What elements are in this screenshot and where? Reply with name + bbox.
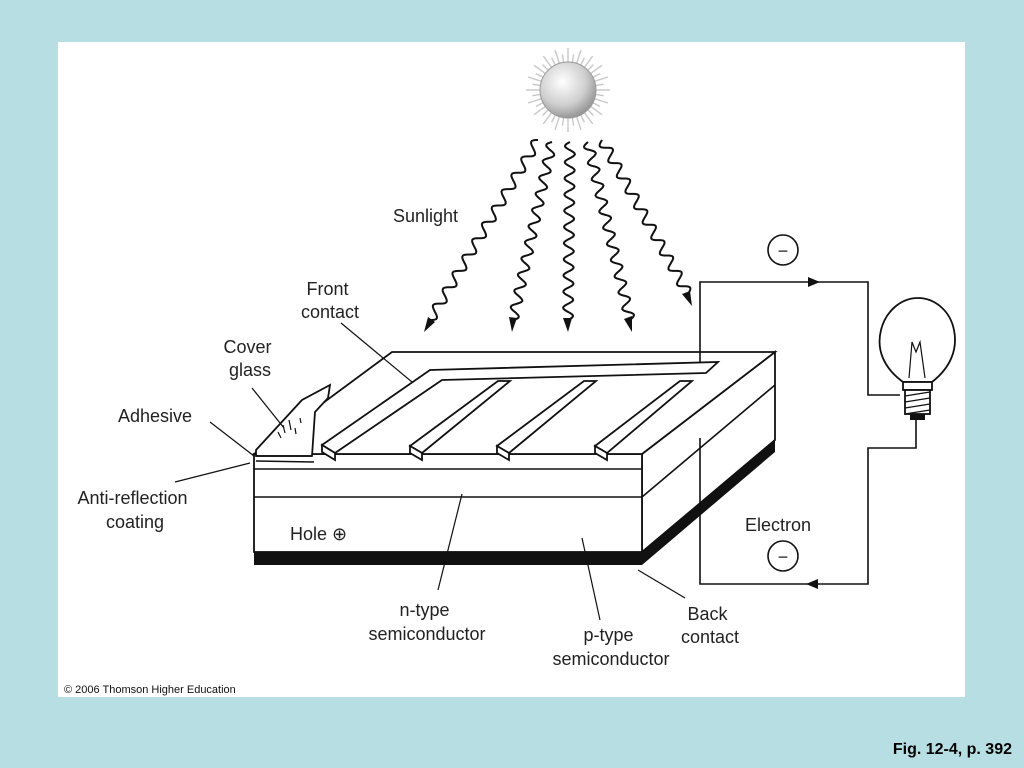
leader-lines bbox=[174, 322, 686, 621]
sunlight-ray bbox=[562, 141, 576, 321]
solar-cell bbox=[251, 350, 778, 565]
n-type-label: n-type semiconductor bbox=[368, 600, 485, 644]
arrow-head bbox=[424, 317, 435, 332]
sunlight-ray bbox=[509, 141, 556, 321]
light-bulb-icon bbox=[878, 297, 956, 420]
cover-glass bbox=[255, 383, 332, 463]
p-type-label: p-type semiconductor bbox=[552, 625, 669, 669]
electron-symbol-bottom: − bbox=[767, 540, 799, 572]
arrow-head bbox=[509, 317, 517, 332]
circuit-wire-top bbox=[699, 281, 900, 396]
front-contact-label: Front contact bbox=[301, 279, 359, 322]
cell-top-face bbox=[251, 351, 778, 455]
cover-glass-label: Cover glass bbox=[223, 337, 276, 380]
sunlight-label: Sunlight bbox=[393, 206, 458, 226]
hole-label: Hole ⊕ bbox=[290, 524, 347, 544]
arrow-head bbox=[806, 579, 818, 589]
sunlight-rays bbox=[424, 139, 692, 332]
copyright-credit: © 2006 Thomson Higher Education bbox=[64, 684, 236, 696]
sunlight-ray bbox=[598, 139, 692, 295]
adhesive-label: Adhesive bbox=[118, 406, 192, 426]
sunlight-ray bbox=[430, 139, 538, 321]
minus-text: − bbox=[778, 547, 789, 567]
arrow-head bbox=[808, 277, 820, 287]
circuit-wire-bottom bbox=[699, 420, 917, 585]
figure-reference: Fig. 12-4, p. 392 bbox=[892, 741, 1012, 758]
electron-symbol-top: − bbox=[767, 234, 799, 266]
back-contact-label: Back contact bbox=[681, 604, 739, 647]
sun-icon bbox=[526, 48, 610, 132]
arrow-head bbox=[624, 316, 632, 332]
arrow-head bbox=[682, 291, 692, 306]
external-circuit bbox=[699, 277, 956, 589]
anti-reflection-label: Anti-reflection coating bbox=[77, 488, 192, 532]
cell-front-face bbox=[253, 453, 643, 553]
minus-text: − bbox=[778, 241, 789, 261]
sunlight-ray bbox=[583, 141, 635, 321]
electron-label: Electron bbox=[745, 515, 811, 535]
front-contact-grid bbox=[320, 361, 721, 462]
arrow-head bbox=[563, 318, 572, 332]
